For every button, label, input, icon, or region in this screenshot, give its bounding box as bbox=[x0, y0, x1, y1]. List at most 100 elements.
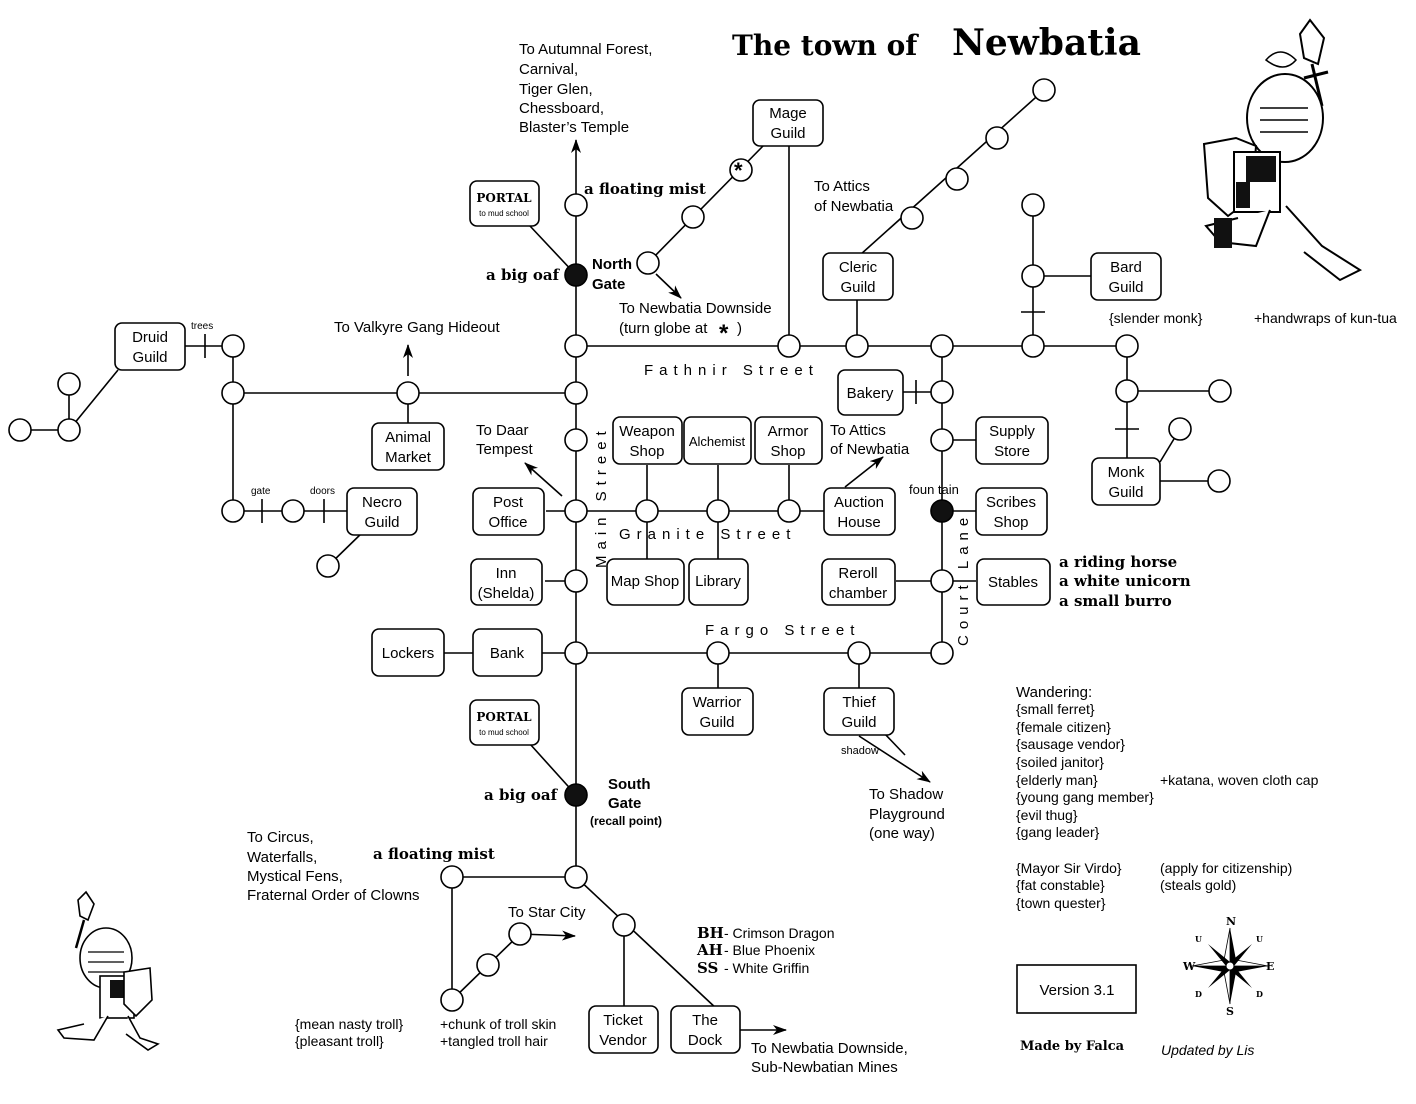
compass-rose-icon: N S E W U U D D bbox=[1182, 915, 1274, 1018]
svg-text:{young gang member}: {young gang member} bbox=[1016, 789, 1154, 805]
slender-monk-label: {slender monk} bbox=[1109, 310, 1203, 326]
svg-text:Shop: Shop bbox=[993, 514, 1028, 531]
room-node bbox=[564, 865, 588, 889]
svg-text:chamber: chamber bbox=[829, 585, 887, 602]
svg-text:Guild: Guild bbox=[770, 125, 805, 142]
room-node bbox=[1021, 334, 1045, 358]
north-gate-node bbox=[564, 263, 588, 287]
north-gate-label: North bbox=[592, 256, 632, 273]
svg-text:D: D bbox=[1256, 989, 1263, 999]
circus-exit-label: Fraternal Order of Clowns bbox=[247, 887, 420, 904]
svg-text:S: S bbox=[1226, 1005, 1234, 1018]
room-node bbox=[221, 334, 245, 358]
trees-label: trees bbox=[191, 321, 213, 332]
room-node bbox=[440, 865, 464, 889]
dock-exit-label: Sub-Newbatian Mines bbox=[751, 1059, 898, 1076]
svg-text:U: U bbox=[1256, 934, 1263, 944]
fountain-label: foun tain bbox=[909, 482, 959, 497]
room-node bbox=[777, 334, 801, 358]
room-node bbox=[564, 499, 588, 523]
svg-text:Cleric: Cleric bbox=[839, 259, 878, 276]
kuntua-label: +handwraps of kun-tua bbox=[1254, 310, 1397, 326]
svg-text:Bakery: Bakery bbox=[847, 385, 894, 402]
main-street-label: Main Street bbox=[593, 425, 610, 568]
svg-text:Lockers: Lockers bbox=[382, 645, 435, 662]
svg-text:Library: Library bbox=[695, 573, 741, 590]
svg-text:Inn: Inn bbox=[496, 565, 517, 582]
svg-text:Necro: Necro bbox=[362, 494, 402, 511]
globe-asterisk-ref: * bbox=[719, 320, 729, 347]
room-node bbox=[564, 381, 588, 405]
svg-text:Office: Office bbox=[489, 514, 528, 531]
supply-store-box: Supply Store bbox=[975, 416, 1049, 465]
stable-mob: a riding horse bbox=[1059, 553, 1177, 571]
svg-text:The: The bbox=[692, 1012, 718, 1029]
warrior-guild-box: Warrior Guild bbox=[681, 687, 754, 736]
svg-text:{female citizen}: {female citizen} bbox=[1016, 719, 1111, 735]
svg-text:(apply for citizenship): (apply for citizenship) bbox=[1160, 860, 1292, 876]
svg-text:to mud school: to mud school bbox=[479, 209, 529, 218]
room-node bbox=[985, 126, 1009, 150]
north-gate-label: Gate bbox=[592, 276, 625, 293]
room-node bbox=[564, 428, 588, 452]
recall-point-label: (recall point) bbox=[590, 814, 662, 828]
room-node bbox=[57, 372, 81, 396]
svg-text:AH: AH bbox=[696, 941, 723, 959]
fathnir-street-label: Fathnir Street bbox=[644, 362, 819, 379]
room-node bbox=[900, 206, 924, 230]
svg-text:Ticket: Ticket bbox=[603, 1012, 643, 1029]
room-node bbox=[281, 499, 305, 523]
svg-text:SS: SS bbox=[697, 959, 718, 977]
svg-text:E: E bbox=[1266, 960, 1274, 973]
room-node bbox=[564, 569, 588, 593]
svg-text:Map Shop: Map Shop bbox=[611, 573, 679, 590]
weapon-shop-box: Weapon Shop bbox=[612, 416, 683, 465]
svg-text:Stables: Stables bbox=[988, 574, 1038, 591]
floating-mist-south: a floating mist bbox=[373, 845, 495, 863]
wandering-list: Wandering: {small ferret} {female citize… bbox=[1016, 684, 1319, 911]
close-paren: ) bbox=[737, 320, 742, 337]
version-box: Version 3.1 bbox=[1016, 964, 1137, 1014]
room-node bbox=[1115, 334, 1139, 358]
svg-text:Guild: Guild bbox=[1108, 484, 1143, 501]
troll-mob: {pleasant troll} bbox=[295, 1033, 384, 1049]
bakery-box: Bakery bbox=[837, 369, 904, 416]
room-node bbox=[476, 953, 500, 977]
room-node bbox=[706, 641, 730, 665]
room-node bbox=[930, 428, 954, 452]
svg-text:Supply: Supply bbox=[989, 423, 1035, 440]
south-gate-label: Gate bbox=[608, 795, 641, 812]
svg-text:Scribes: Scribes bbox=[986, 494, 1036, 511]
svg-text:Guild: Guild bbox=[364, 514, 399, 531]
room-node bbox=[57, 418, 81, 442]
svg-text:Shop: Shop bbox=[629, 443, 664, 460]
necro-guild-box: Necro Guild bbox=[346, 487, 418, 536]
svg-text:Alchemist: Alchemist bbox=[689, 434, 746, 449]
rooms bbox=[8, 78, 1232, 1012]
armor-shop-box: Armor Shop bbox=[754, 416, 823, 465]
room-node bbox=[564, 641, 588, 665]
room-node bbox=[564, 193, 588, 217]
svg-text:House: House bbox=[837, 514, 880, 531]
downside-exit-label: To Newbatia Downside bbox=[619, 300, 772, 317]
shadow-exit-label: To Shadow bbox=[869, 786, 943, 803]
svg-text:to mud school: to mud school bbox=[479, 728, 529, 737]
floating-mist-north: a floating mist bbox=[584, 180, 706, 198]
big-oaf-north: a big oaf bbox=[486, 266, 561, 284]
room-node bbox=[706, 499, 730, 523]
troll-item: +tangled troll hair bbox=[440, 1033, 548, 1049]
room-node bbox=[440, 988, 464, 1012]
svg-text:(Shelda): (Shelda) bbox=[478, 585, 535, 602]
star-city-exit-label: To Star City bbox=[508, 904, 586, 921]
room-node bbox=[930, 569, 954, 593]
room-node bbox=[1207, 469, 1231, 493]
attics-exit-label: To Attics bbox=[814, 178, 870, 195]
scribes-shop-box: Scribes Shop bbox=[975, 487, 1048, 536]
svg-text:Wandering:: Wandering: bbox=[1016, 684, 1092, 701]
svg-text:Dock: Dock bbox=[688, 1032, 723, 1049]
shadow-label: shadow bbox=[841, 745, 879, 757]
stable-mob: a white unicorn bbox=[1059, 572, 1191, 590]
gate-label: gate bbox=[251, 486, 271, 497]
svg-text:Guild: Guild bbox=[841, 714, 876, 731]
